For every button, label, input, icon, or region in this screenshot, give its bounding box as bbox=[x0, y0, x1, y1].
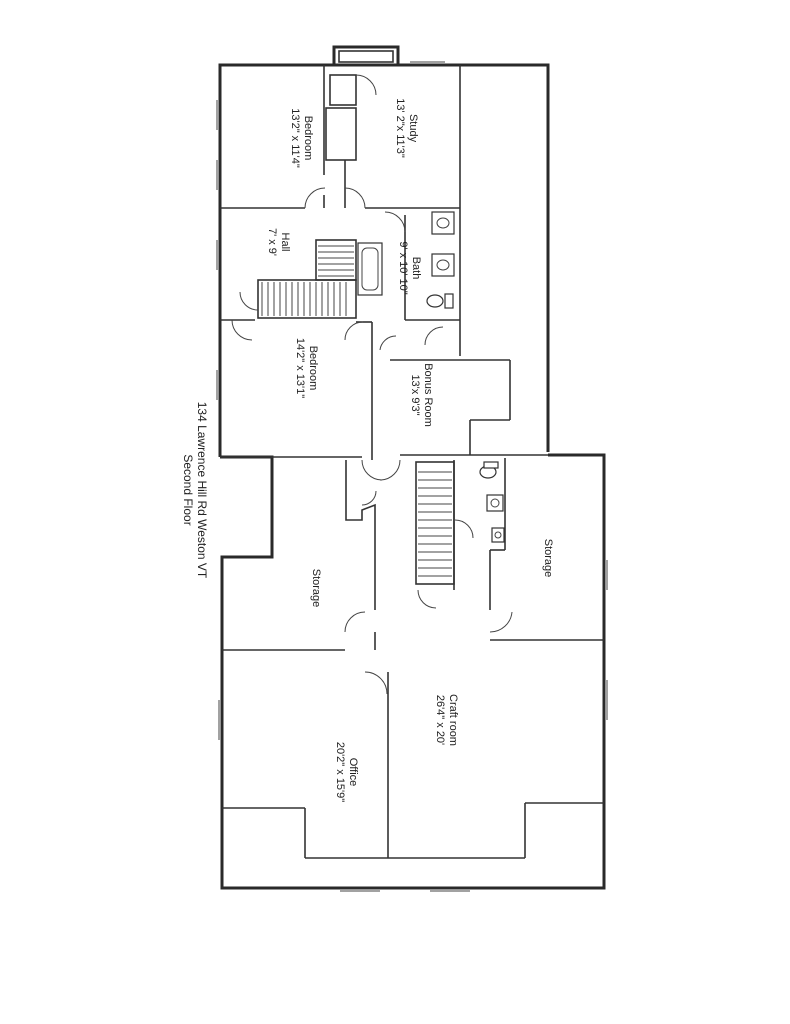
address-title: 134 Lawrence Hill Rd Weston VT bbox=[195, 402, 209, 579]
chimney bbox=[332, 45, 400, 67]
room-label-bath: Bath 9' x 10' 10" bbox=[397, 241, 422, 294]
room-name: Office bbox=[347, 758, 359, 787]
room-dims: 9' x 10' 10" bbox=[397, 241, 409, 294]
room-label-storage-right: Storage bbox=[542, 539, 554, 578]
windows bbox=[216, 61, 608, 892]
room-name: Storage bbox=[542, 539, 554, 578]
bath-fixtures bbox=[426, 211, 505, 543]
room-name: Bonus Room bbox=[422, 363, 434, 427]
room-dims: 13'2" x 11'4" bbox=[289, 108, 301, 168]
room-name: Study bbox=[407, 114, 419, 143]
room-name: Bath bbox=[410, 257, 422, 280]
room-name: Hall bbox=[279, 233, 291, 252]
exterior-walls bbox=[218, 45, 606, 890]
floor-title: Second Floor bbox=[181, 454, 195, 525]
stairs-lower-treads bbox=[418, 471, 452, 577]
room-label-hall: Hall 7' x 9' bbox=[266, 228, 291, 256]
sink-icon bbox=[491, 527, 505, 543]
toilet-icon bbox=[426, 294, 444, 308]
room-name: Storage bbox=[310, 569, 322, 608]
doors bbox=[231, 74, 513, 695]
room-name: Bedroom bbox=[307, 346, 319, 391]
room-label-storage-left: Storage bbox=[310, 569, 322, 608]
sink-icon bbox=[431, 253, 455, 277]
room-dims: 13'x 9'3" bbox=[409, 374, 421, 415]
room-label-craft: Craft room 26'4" x 20' bbox=[434, 694, 459, 746]
room-label-bonus: Bonus Room 13'x 9'3" bbox=[409, 363, 434, 427]
room-dims: 26'4" x 20' bbox=[434, 695, 446, 745]
room-name: Craft room bbox=[447, 694, 459, 746]
sink-icon bbox=[486, 494, 504, 512]
stairs-upper bbox=[261, 245, 354, 316]
interior-walls bbox=[220, 65, 604, 859]
title-block: 134 Lawrence Hill Rd Weston VT Second Fl… bbox=[181, 402, 209, 579]
room-label-bedroom-mid: Bedroom 14'2" x 13'1" bbox=[294, 338, 319, 398]
room-dims: 14'2" x 13'1" bbox=[294, 338, 306, 398]
room-label-study: Study 13' 2"x 11'3" bbox=[394, 98, 419, 158]
room-label-office: Office 20'2" x 15'9" bbox=[334, 742, 359, 802]
room-dims: 13' 2"x 11'3" bbox=[394, 98, 406, 158]
room-dims: 7' x 9' bbox=[266, 228, 278, 256]
room-label-bedroom-top: Bedroom 13'2" x 11'4" bbox=[289, 108, 314, 168]
room-dims: 20'2" x 15'9" bbox=[334, 742, 346, 802]
room-name: Bedroom bbox=[302, 116, 314, 161]
sink-icon bbox=[431, 211, 455, 235]
